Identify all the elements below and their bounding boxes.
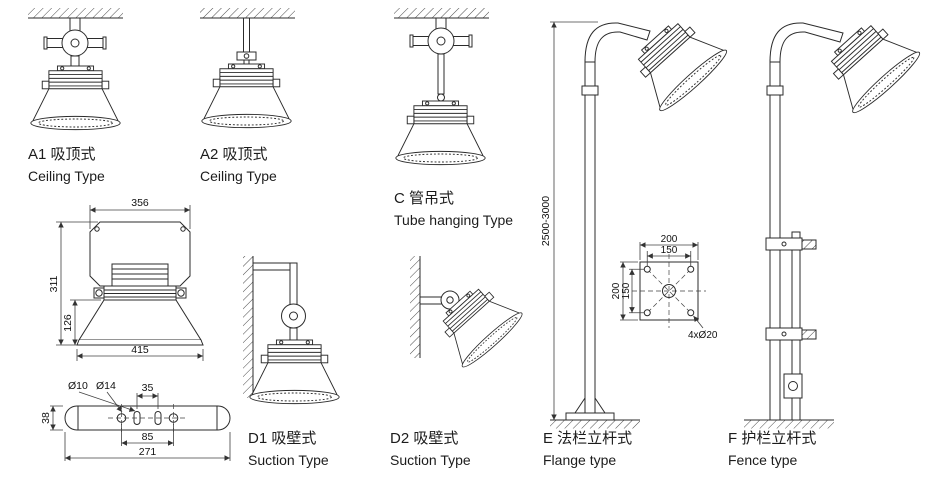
label-c: C 管吊式 Tube hanging Type — [394, 190, 513, 229]
dim-flange-inner-top: 150 — [661, 245, 678, 256]
label-a1: A1 吸顶式 Ceiling Type — [28, 146, 105, 185]
dim-bracket-hole-spacing: 85 — [142, 431, 154, 443]
lamp-drawing — [814, 9, 925, 118]
label-e-en: Flange type — [543, 451, 617, 468]
gooseneck — [584, 22, 651, 63]
label-f-cn: F 护栏立杆式 — [728, 430, 817, 447]
wall-arm — [252, 262, 306, 341]
dim-flange-inner-left: 150 — [621, 282, 632, 299]
label-e-cn: E 法栏立杆式 — [543, 430, 633, 447]
wall-bracket — [419, 290, 460, 310]
label-d2: D2 吸壁式 Suction Type — [390, 430, 471, 469]
dim-front-skirt-height: 126 — [62, 314, 74, 332]
label-d1: D1 吸壁式 Suction Type — [248, 430, 329, 469]
lamp-drawing — [621, 7, 732, 116]
dim-bracket-hole-large: Ø14 — [96, 380, 116, 392]
wall-hatch — [410, 256, 420, 358]
rail-stub — [800, 330, 816, 339]
rail-stub — [800, 240, 816, 249]
dim-front-top-width: 356 — [131, 197, 149, 209]
figure-a1-ceiling-mount — [28, 8, 123, 131]
lamp-drawing — [249, 339, 340, 405]
label-d1-en: Suction Type — [248, 451, 329, 468]
dim-flange-outer-top: 200 — [661, 234, 678, 245]
figure-mounting-bracket-dimensions: Ø10 Ø14 35 85 271 38 — [40, 380, 231, 461]
dim-bracket-hole-small: Ø10 — [68, 380, 88, 392]
lamp-drawing — [201, 63, 292, 129]
pole — [584, 59, 596, 414]
dim-flange-bolt-holes: 4xØ20 — [688, 330, 718, 341]
label-a2: A2 吸顶式 Ceiling Type — [200, 146, 277, 185]
ceiling-hatch — [200, 8, 295, 18]
ceiling-hatch — [28, 8, 123, 18]
junction-box-and-tube — [409, 17, 473, 102]
dim-front-total-height: 311 — [48, 275, 60, 292]
figure-d1-wall-mount — [243, 256, 340, 405]
lamp-drawing — [427, 274, 527, 372]
dim-pole-height-range: 2500-3000 — [540, 196, 552, 246]
flange-base — [565, 412, 615, 421]
stem-bracket — [236, 17, 257, 66]
pole-coupler — [766, 85, 784, 96]
label-a2-en: Ceiling Type — [200, 167, 277, 184]
label-f: F 护栏立杆式 Fence type — [728, 430, 816, 469]
lamp-drawing — [30, 65, 121, 131]
dim-bracket-slot-spacing: 35 — [142, 382, 154, 394]
gooseneck — [769, 22, 844, 63]
label-d2-cn: D2 吸壁式 — [390, 430, 459, 447]
ground-hatch — [744, 420, 834, 429]
label-d1-cn: D1 吸壁式 — [248, 430, 317, 447]
figure-c-tube-hanging — [394, 8, 489, 166]
figure-e-flange-pole: 2500-3000 200 150 200 150 4xØ20 — [540, 7, 732, 429]
flange-plate-detail: 200 150 200 150 4xØ20 — [611, 234, 718, 341]
label-a1-cn: A1 吸顶式 — [28, 146, 96, 163]
label-e: E 法栏立杆式 Flange type — [543, 430, 632, 469]
figure-d2-wall-mount — [410, 256, 527, 372]
junction-box — [43, 17, 107, 67]
dim-front-bottom-width: 415 — [131, 344, 149, 356]
label-f-en: Fence type — [728, 451, 798, 468]
dim-flange-outer-left: 200 — [611, 282, 622, 299]
label-c-cn: C 管吊式 — [394, 190, 455, 207]
figure-f-fence-pole — [744, 9, 925, 429]
dim-bracket-length: 271 — [139, 446, 157, 458]
front-view-dim-lines: 356 311 126 415 — [48, 197, 204, 361]
dim-bracket-height: 38 — [40, 412, 52, 424]
ceiling-hatch — [394, 8, 489, 18]
pole-coupler — [581, 85, 599, 96]
figure-a2-ceiling-mount — [200, 8, 295, 129]
lamp-drawing — [395, 100, 486, 166]
figure-front-view-dimensions: 356 311 126 415 — [48, 197, 204, 361]
label-d2-en: Suction Type — [390, 451, 471, 468]
ground-hatch — [550, 420, 640, 429]
front-view-outline — [76, 221, 204, 346]
bracket-outline — [64, 405, 231, 431]
label-c-en: Tube hanging Type — [394, 211, 514, 228]
label-a1-en: Ceiling Type — [28, 167, 105, 184]
label-a2-cn: A2 吸顶式 — [200, 146, 268, 163]
wall-hatch — [243, 256, 253, 398]
